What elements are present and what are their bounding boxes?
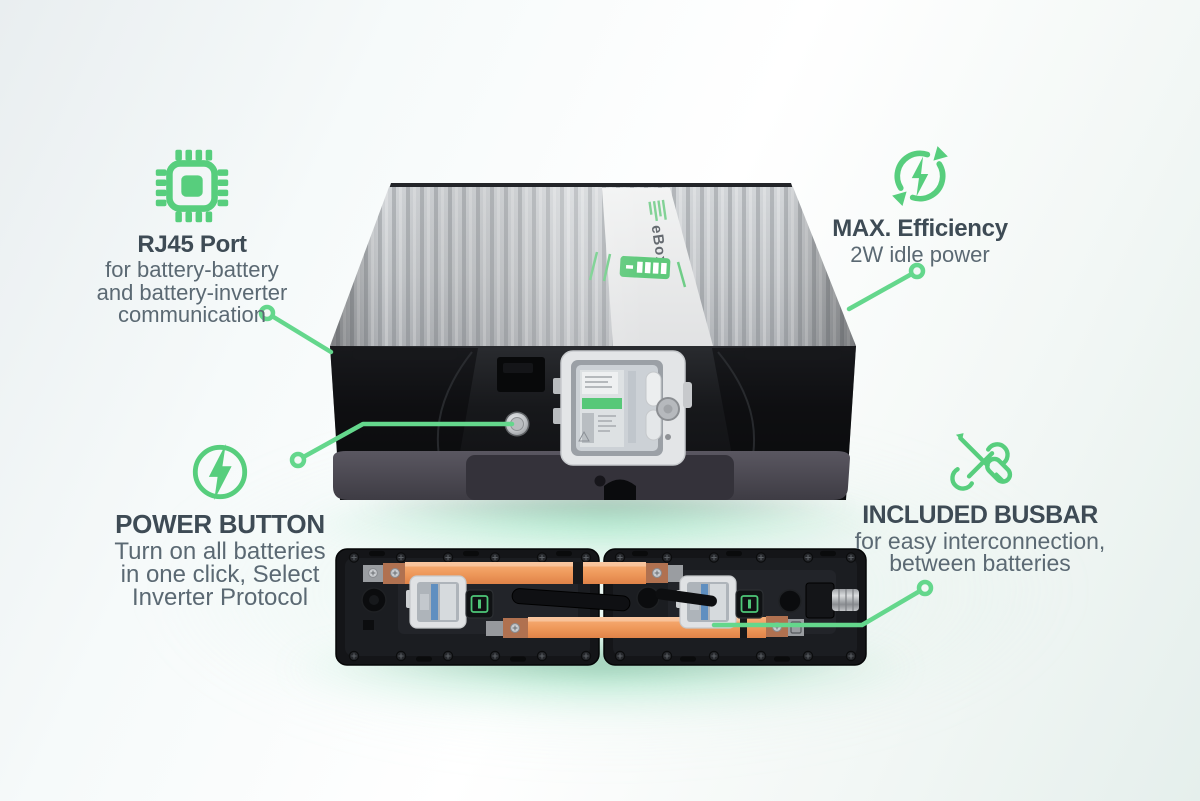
callout-line: between batteries — [889, 550, 1071, 576]
connector-rj45 — [258, 304, 334, 355]
callout-line: Turn on all batteries — [114, 538, 326, 565]
connector-efficiency — [846, 262, 926, 312]
callout-line: Inverter Protocol — [131, 584, 309, 611]
energy-cycle-icon — [892, 146, 948, 206]
connector-power — [289, 421, 515, 469]
callout-rj45-port: RJ45 Port for battery-battery and batter… — [56, 148, 328, 327]
breaker-module-left — [406, 575, 467, 629]
base-center-hole — [594, 475, 606, 487]
bottom-notch — [604, 479, 636, 500]
callout-power-button: POWER BUTTON Turn on all batteries in on… — [70, 441, 370, 611]
inverter-unit: eBox — [330, 183, 856, 500]
lid-latch-slot-left — [352, 348, 458, 360]
lid-latch-slot-right — [744, 348, 842, 360]
callout-title: MAX. Efficiency — [832, 215, 1008, 242]
battery-handle — [511, 588, 631, 612]
connector-busbar — [711, 579, 934, 628]
callout-title: INCLUDED BUSBAR — [862, 501, 1098, 529]
callout-line: communication — [118, 302, 266, 327]
terminal-cylinder — [778, 582, 859, 619]
callout-title: POWER BUTTON — [115, 509, 325, 539]
battery-power-icon-right — [735, 589, 764, 619]
breaker-module — [553, 350, 692, 466]
callout-line: for battery-battery — [105, 257, 279, 282]
callout-line: in one click, Select — [120, 561, 320, 588]
battery-pair — [335, 548, 867, 666]
callout-line: for easy interconnection, — [854, 528, 1106, 554]
chip-icon — [155, 149, 229, 223]
breaker-green-label — [582, 398, 622, 409]
callout-line: and battery-inverter — [96, 279, 288, 305]
callout-max-efficiency: MAX. Efficiency 2W idle power — [790, 142, 1050, 266]
battery-power-icon-left — [465, 589, 494, 619]
power-button — [504, 411, 530, 437]
tools-icon — [950, 433, 1013, 491]
power-bolt-icon — [192, 443, 248, 501]
callout-included-busbar: INCLUDED BUSBAR for easy interconnection… — [836, 426, 1124, 576]
callout-title: RJ45 Port — [137, 231, 247, 258]
callout-line: 2W idle power — [850, 242, 990, 267]
